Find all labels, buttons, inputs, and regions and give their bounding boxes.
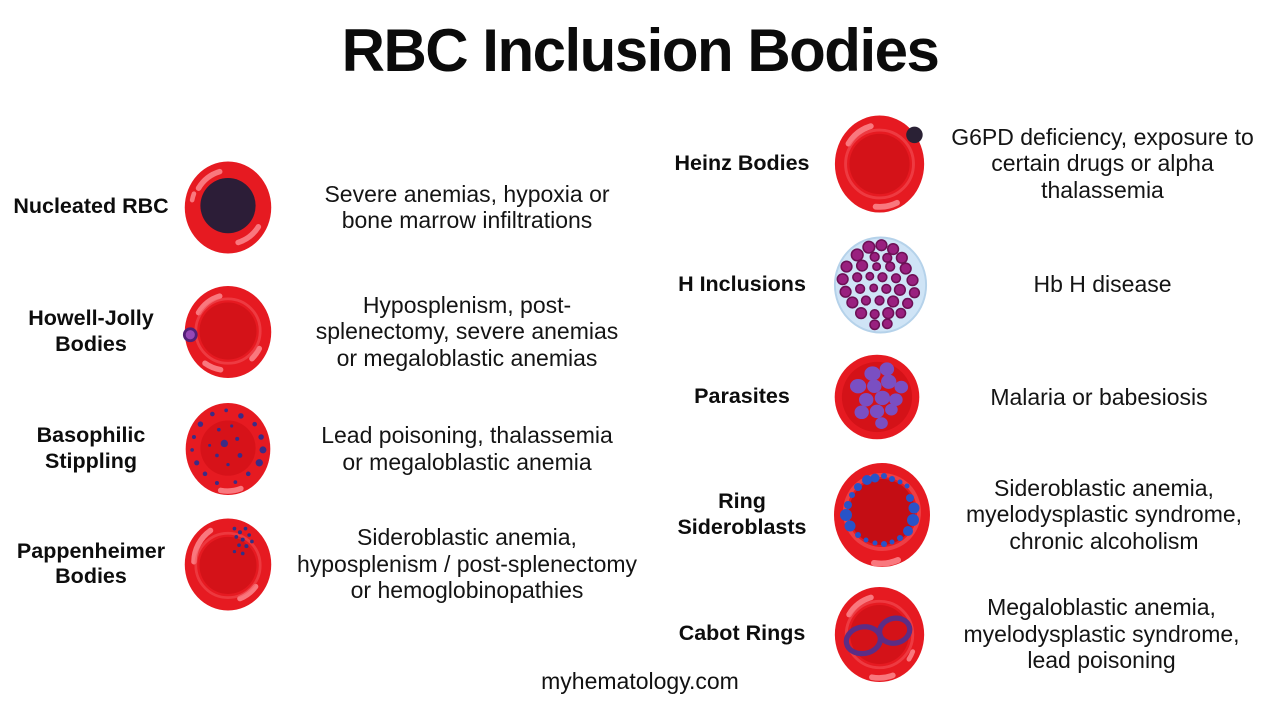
row-cabot-rings: Cabot Rings Megaloblastic anemia, myelod…	[652, 584, 1276, 684]
h-inclusions-icon	[832, 235, 929, 335]
parasites-icon	[832, 352, 922, 442]
row-howell-jolly: Howell-Jolly Bodies Hyposplenism, post- …	[0, 281, 662, 382]
row-pappenheimer: Pappenheimer Bodies Sideroblastic anemia…	[0, 512, 662, 616]
cabot-rings-description: Megaloblastic anemia, myelodysplastic sy…	[963, 594, 1240, 674]
row-basophilic-stippling: Basophilic Stippling	[0, 398, 662, 499]
page-title: RBC Inclusion Bodies	[341, 17, 940, 84]
row-parasites: Parasites Malaria or babesiosis	[652, 352, 1276, 442]
basophilic-stippling-label: Basophilic Stippling	[36, 423, 146, 473]
parasites-label: Parasites	[694, 384, 790, 409]
heinz-bodies-description: G6PD deficiency, exposure to certain dru…	[951, 123, 1254, 203]
nucleated-rbc-label: Nucleated RBC	[13, 194, 169, 219]
pappenheimer-bodies-label: Pappenheimer Bodies	[16, 538, 166, 588]
h-inclusions-description: Hb H disease	[1033, 271, 1172, 298]
ring-sideroblasts-icon	[832, 462, 932, 568]
cabot-rings-label: Cabot Rings	[678, 621, 806, 646]
nucleated-rbc-description: Severe anemias, hypoxia or bone marrow i…	[324, 180, 610, 233]
basophilic-stippling-icon	[182, 399, 274, 499]
pappenheimer-bodies-description: Sideroblastic anemia, hyposplenism / pos…	[296, 524, 638, 604]
basophilic-stippling-description: Lead poisoning, thalassemia or megalobla…	[321, 422, 613, 475]
parasites-description: Malaria or babesiosis	[990, 383, 1208, 410]
row-heinz-bodies: Heinz Bodies G6PD deficiency, exposure t…	[652, 112, 1276, 215]
howell-jolly-description: Hyposplenism, post- splenectomy, severe …	[315, 291, 619, 371]
heinz-bodies-label: Heinz Bodies	[674, 150, 810, 175]
row-h-inclusions: H Inclusions Hb H disease	[652, 234, 1276, 335]
ring-sideroblasts-label: Ring Sideroblasts	[677, 489, 807, 539]
heinz-bodies-icon	[832, 113, 929, 215]
ring-sideroblasts-description: Sideroblastic anemia, myelodysplastic sy…	[965, 474, 1243, 554]
website-credit: myhematology.com	[541, 668, 739, 694]
cabot-rings-icon	[832, 585, 927, 684]
howell-jolly-label: Howell-Jolly Bodies	[28, 306, 154, 356]
row-ring-sideroblasts: Ring Sideroblasts Sideroblasti	[652, 461, 1276, 568]
h-inclusions-label: H Inclusions	[678, 271, 806, 296]
row-nucleated-rbc: Nucleated RBC Severe anemias, hypoxia or…	[0, 155, 662, 259]
howell-jolly-icon	[182, 282, 274, 382]
nucleated-rbc-icon	[182, 157, 274, 258]
pappenheimer-bodies-icon	[182, 514, 274, 615]
